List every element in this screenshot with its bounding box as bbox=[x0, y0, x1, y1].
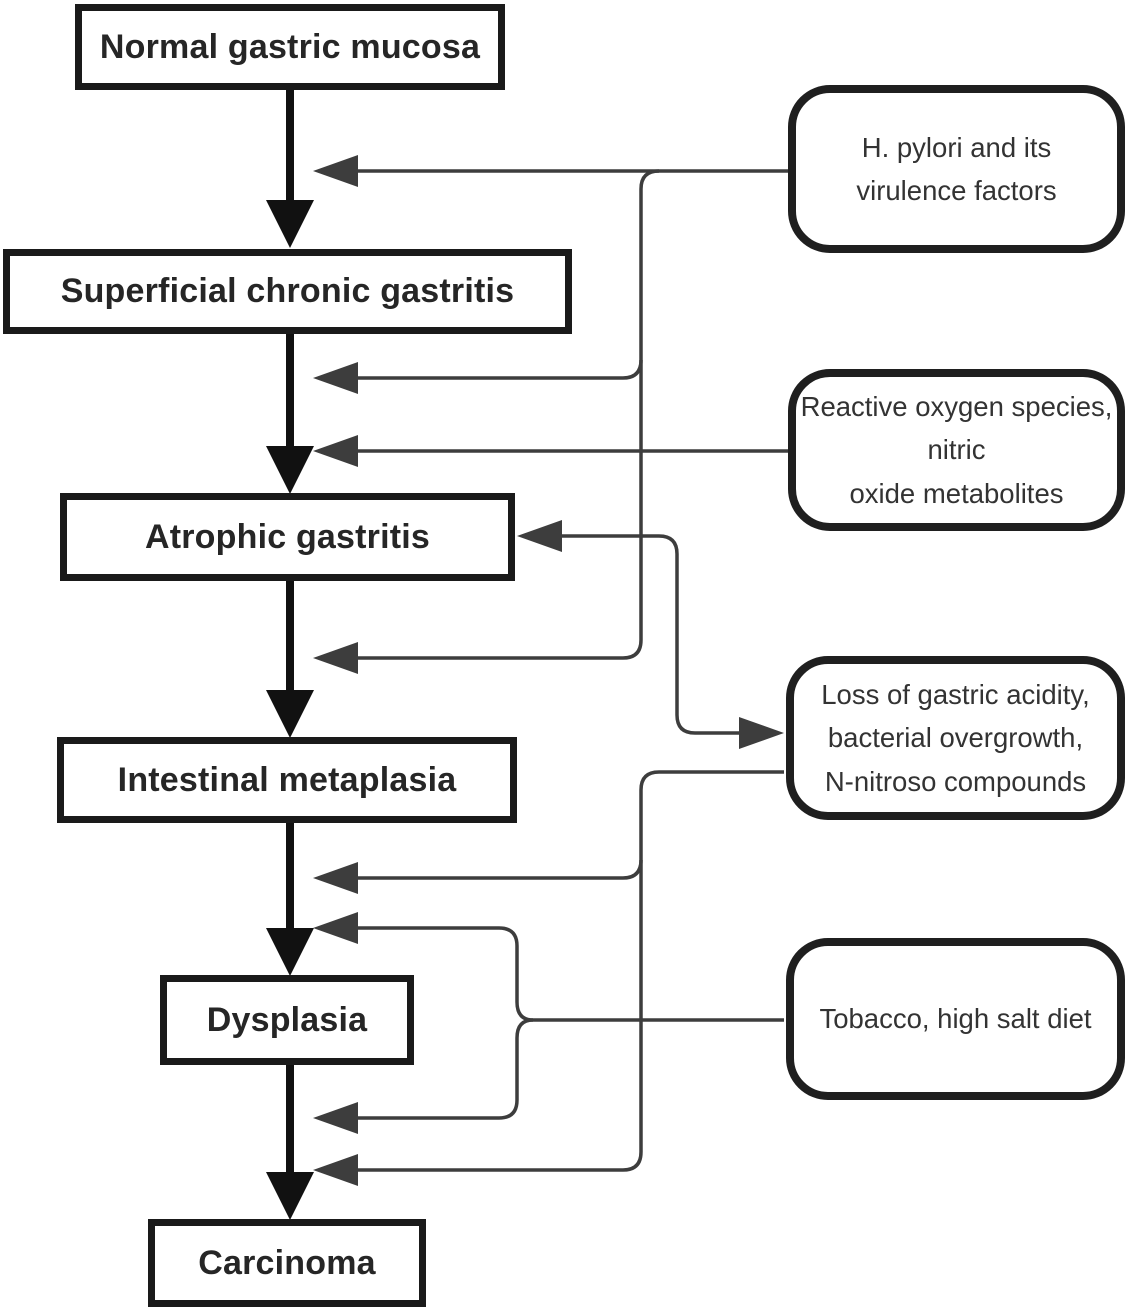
arrow-hpylori-to-transition-1 bbox=[313, 155, 788, 187]
arrow-hpylori-branch-to-transition-3 bbox=[313, 169, 660, 674]
factor-text-line: bacterial overgrowth, bbox=[827, 722, 1084, 754]
node-intestinal-metaplasia: Intestinal metaplasia bbox=[57, 737, 517, 823]
factor-loss-of-gastric-acidity: Loss of gastric acidity, bacterial overg… bbox=[786, 656, 1125, 820]
cascade-arrow-superficial-to-atrophic bbox=[266, 332, 314, 494]
node-label: Intestinal metaplasia bbox=[117, 760, 457, 799]
node-carcinoma: Carcinoma bbox=[148, 1219, 426, 1307]
factor-text-line: nitric bbox=[927, 434, 986, 466]
node-label: Normal gastric mucosa bbox=[99, 27, 481, 66]
arrow-ros-to-transition-2 bbox=[313, 435, 788, 467]
cascade-arrow-dysplasia-to-carcinoma bbox=[266, 1063, 314, 1220]
node-dysplasia: Dysplasia bbox=[160, 975, 414, 1065]
node-normal-gastric-mucosa: Normal gastric mucosa bbox=[75, 4, 505, 90]
factor-text-line: virulence factors bbox=[856, 175, 1057, 206]
factor-reactive-oxygen-species: Reactive oxygen species, nitric oxide me… bbox=[788, 369, 1125, 531]
arrow-atrophic-acidloss-double bbox=[517, 520, 784, 749]
node-label: Atrophic gastritis bbox=[144, 517, 431, 556]
factor-text-line: oxide metabolites bbox=[849, 477, 1064, 509]
node-label: Carcinoma bbox=[198, 1243, 376, 1282]
factor-text-line: Tobacco, high salt diet bbox=[819, 1003, 1092, 1035]
cascade-arrow-atrophic-to-intestinal bbox=[266, 579, 314, 738]
cascade-arrow-intestinal-to-dysplasia bbox=[266, 821, 314, 976]
node-superficial-chronic-gastritis: Superficial chronic gastritis bbox=[3, 249, 572, 334]
arrow-acidloss-to-transition-4 bbox=[313, 859, 643, 894]
factor-text-line: Loss of gastric acidity, bbox=[821, 678, 1090, 710]
factor-text-line: H. pylori and its bbox=[861, 131, 1052, 163]
factor-tobacco-high-salt-diet: Tobacco, high salt diet bbox=[786, 938, 1125, 1100]
node-label: Dysplasia bbox=[206, 1000, 368, 1039]
node-label: Superficial chronic gastritis bbox=[60, 272, 515, 310]
factor-text-line: N-nitroso compounds bbox=[824, 765, 1087, 797]
factor-h-pylori-virulence: H. pylori and its virulence factors bbox=[788, 85, 1125, 253]
cascade-arrow-normal-to-superficial bbox=[266, 88, 314, 248]
factor-text-line: Reactive oxygen species, bbox=[800, 390, 1113, 422]
arrow-hpylori-branch-to-transition-2 bbox=[313, 359, 643, 394]
node-atrophic-gastritis: Atrophic gastritis bbox=[60, 493, 515, 581]
